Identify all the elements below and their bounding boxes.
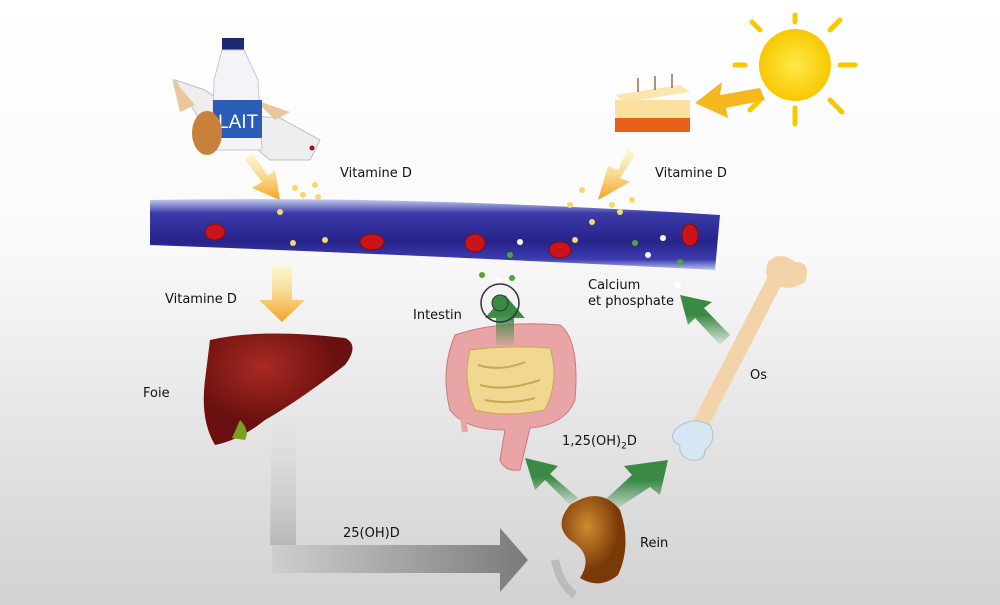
blood-to-liver-arrow [259,265,305,322]
bone-label: Os [750,368,768,383]
vitamin-d-skin-label: Vitamine D [655,166,727,181]
egg-icon [192,111,222,155]
calcitriol-label: 1,25(OH)2D [562,434,637,455]
calcidiol-arrow [270,410,528,592]
calcitriol-subscript: 2 [621,441,627,452]
liver-icon [203,333,353,445]
calcitriol-prefix: 1,25(OH) [562,434,622,449]
kidney-to-intestine-arrow [525,458,578,505]
vitamin-d-liver-label: Vitamine D [165,292,237,307]
food-to-blood-arrow [245,152,280,200]
sun-icon [732,12,858,127]
bone-icon [671,256,808,461]
vitamin-d-food-label: Vitamine D [340,166,412,181]
kidney-label: Rein [640,536,669,551]
liver-label: Foie [143,386,170,401]
kidney-to-bone-arrow [605,460,668,510]
calcium-label-line2: et phosphate [588,294,674,309]
bottle-label: LAIT [218,112,259,133]
sun-to-skin-arrow [695,82,765,118]
intestine-label: Intestin [413,308,462,323]
skin-icon [615,74,690,132]
intestine-absorption-arrow [480,283,525,345]
kidney-icon [551,496,626,599]
intestine-icon [445,323,577,471]
calcitriol-suffix: D [626,434,637,449]
calcium-label: Calcium et phosphate [588,278,674,310]
calcium-release-arrow [680,295,730,345]
calcium-label-line1: Calcium [588,278,641,293]
blood-vessel [150,182,720,288]
skin-to-blood-arrow [598,148,635,200]
milk-bottle-icon: LAIT [211,38,263,151]
calcidiol-label: 25(OH)D [343,526,400,541]
